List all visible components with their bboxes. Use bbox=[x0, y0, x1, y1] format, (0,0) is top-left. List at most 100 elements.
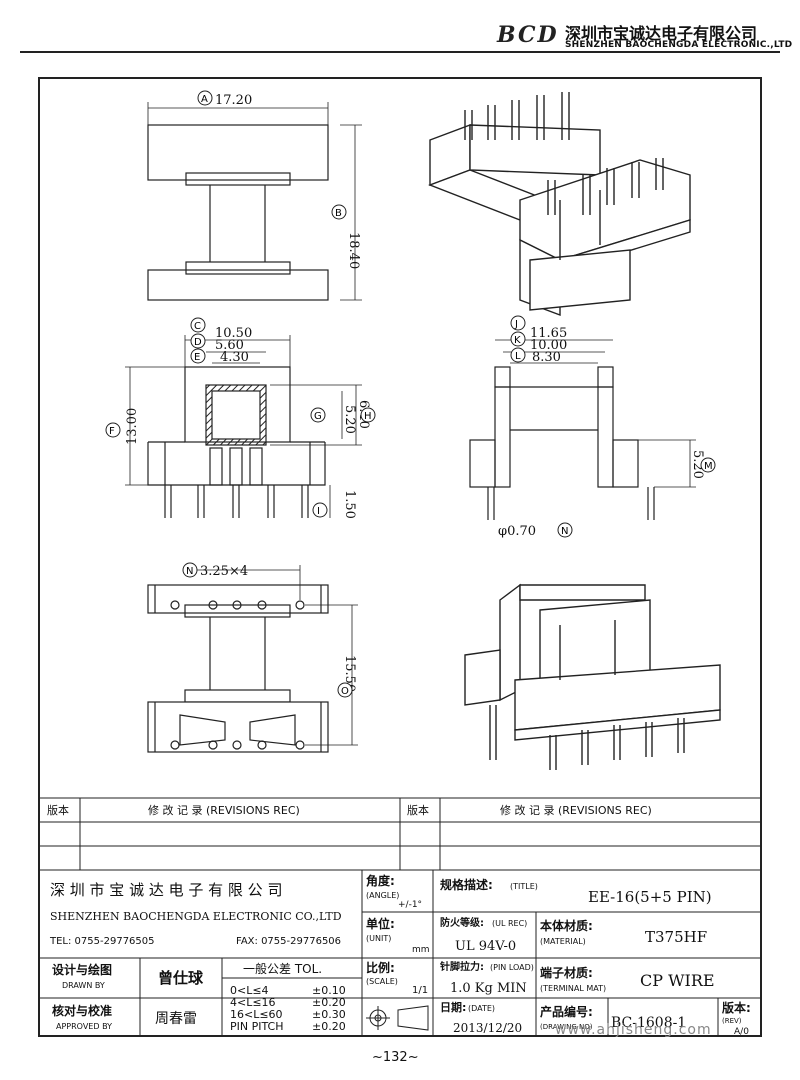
dim-e: 4.30 bbox=[220, 350, 249, 365]
tb-material-value: T375HF bbox=[645, 928, 707, 946]
svg-text:H: H bbox=[364, 411, 372, 422]
svg-text:A: A bbox=[201, 94, 208, 105]
tb-date-value: 2013/12/20 bbox=[453, 1021, 522, 1035]
tb-scale-label-en: (SCALE) bbox=[366, 977, 398, 986]
marker-f: F bbox=[105, 422, 121, 438]
marker-n1: N bbox=[557, 522, 573, 538]
marker-i: I bbox=[312, 502, 328, 518]
rev-col-right: 版本 bbox=[407, 803, 429, 817]
tb-ul-label-en: (UL REC) bbox=[492, 919, 527, 928]
tb-drawing-no-label-en: (DRAWING NO) bbox=[540, 1023, 593, 1031]
side-view bbox=[469, 339, 696, 520]
company-logo: BCD bbox=[497, 22, 559, 48]
dim-k: 10.00 bbox=[530, 338, 567, 353]
tb-pin-load-value: 1.0 Kg MIN bbox=[450, 981, 527, 996]
tb-tol-range-2: 16<L≤60 bbox=[230, 1008, 283, 1021]
tb-unit-label-en: (UNIT) bbox=[366, 934, 391, 943]
tb-tol-value-2: ±0.30 bbox=[312, 1008, 346, 1021]
drawing-frame bbox=[38, 77, 762, 1037]
tb-title-label: 规格描述: bbox=[440, 877, 493, 892]
dimension-labels: 17.20 18.40 10.50 5.60 4.30 13.00 5.20 6… bbox=[125, 93, 705, 692]
marker-g: G bbox=[310, 407, 326, 423]
svg-text:C: C bbox=[194, 321, 201, 332]
tb-approved-label: 核对与校准 bbox=[52, 1003, 112, 1018]
tb-material-label: 本体材质: bbox=[540, 918, 593, 933]
tb-ul-value: UL 94V-0 bbox=[455, 939, 516, 954]
svg-text:J: J bbox=[514, 319, 518, 330]
tb-rev-label-en: (REV) bbox=[722, 1017, 742, 1025]
tb-tol-value-1: ±0.20 bbox=[312, 996, 346, 1009]
isometric-view-1 bbox=[428, 92, 691, 317]
title-block-grid bbox=[38, 797, 762, 1037]
page-number: ~132~ bbox=[372, 1050, 419, 1065]
svg-text:I: I bbox=[317, 506, 320, 517]
svg-text:L: L bbox=[515, 351, 521, 362]
dim-l: 8.30 bbox=[532, 350, 561, 365]
tb-angle-label: 角度: bbox=[366, 873, 395, 888]
dim-f: 13.00 bbox=[125, 408, 140, 445]
marker-n2: N bbox=[182, 562, 198, 578]
company-name-en: SHENZHEN BAOCHENGDA ELECTRONIC.,LTD bbox=[565, 40, 793, 50]
tb-drawn-value: 曾仕球 bbox=[158, 969, 204, 987]
marker-b: B bbox=[331, 204, 347, 220]
dim-d: 5.60 bbox=[215, 338, 244, 353]
tb-tol-range-1: 4<L≤16 bbox=[230, 996, 276, 1009]
svg-text:F: F bbox=[109, 426, 115, 437]
dim-c: 10.50 bbox=[215, 326, 252, 341]
dim-b: 18.40 bbox=[346, 232, 361, 269]
tb-company-cn: 深 圳 市 宝 诚 达 电 子 有 限 公 司 bbox=[50, 881, 282, 899]
dimension-markers: A B C D E F G H I J K L M N N O bbox=[105, 90, 716, 698]
tb-tol-value-3: ±0.20 bbox=[312, 1020, 346, 1033]
marker-j: J bbox=[510, 315, 526, 331]
svg-text:E: E bbox=[194, 352, 200, 363]
tb-ul-label: 防火等级: bbox=[440, 916, 484, 929]
tb-date-label: 日期: bbox=[440, 1000, 466, 1014]
marker-o: O bbox=[337, 682, 353, 698]
tb-terminal-value: CP WIRE bbox=[640, 971, 715, 990]
tb-drawn-label-en: DRAWN BY bbox=[62, 981, 105, 990]
tb-tol-range-3: PIN PITCH bbox=[230, 1020, 284, 1033]
tb-tel: TEL: 0755-29776505 bbox=[49, 936, 155, 947]
tb-unit-value: mm bbox=[412, 945, 430, 955]
isometric-view-2 bbox=[464, 583, 721, 770]
dim-i: 1.50 bbox=[342, 490, 357, 519]
tb-fax: FAX: 0755-29776506 bbox=[236, 936, 341, 947]
tb-scale-label: 比例: bbox=[366, 960, 395, 975]
svg-text:M: M bbox=[704, 461, 713, 472]
svg-text:B: B bbox=[335, 208, 342, 219]
tb-material-label-en: (MATERIAL) bbox=[540, 937, 586, 946]
projection-symbol bbox=[366, 1005, 429, 1031]
dim-m: 5.20 bbox=[690, 450, 705, 479]
tb-terminal-label-en: (TERMINAL MAT) bbox=[540, 984, 606, 993]
svg-text:G: G bbox=[314, 411, 322, 422]
title-block: 深 圳 市 宝 诚 达 电 子 有 限 公 司 SHENZHEN BAOCHEN… bbox=[49, 873, 751, 1037]
tb-unit-label: 单位: bbox=[366, 916, 395, 931]
tb-pin-load-label: 针脚拉力: bbox=[440, 960, 484, 973]
tb-rev-label: 版本: bbox=[722, 1000, 751, 1015]
tb-drawing-no-value: BC-1608-1 bbox=[611, 1015, 686, 1031]
tb-drawn-label: 设计与绘图 bbox=[52, 962, 112, 977]
front-view bbox=[125, 335, 362, 518]
rev-col-left: 版本 bbox=[47, 803, 69, 817]
dim-n-pitch: 3.25×4 bbox=[200, 564, 248, 579]
tb-pin-load-label-en: (PIN LOAD) bbox=[490, 963, 534, 972]
marker-e: E bbox=[190, 348, 206, 364]
revision-table: 版本 修 改 记 录 (REVISIONS REC) 版本 修 改 记 录 (R… bbox=[47, 803, 652, 817]
tb-terminal-label: 端子材质: bbox=[540, 965, 593, 980]
tb-title-value: EE-16(5+5 PIN) bbox=[588, 888, 712, 906]
marker-k: K bbox=[510, 331, 526, 347]
dim-a: 17.20 bbox=[215, 93, 252, 108]
dim-j: 11.65 bbox=[530, 326, 567, 341]
bottom-view bbox=[147, 565, 358, 753]
tb-drawing-no-label: 产品编号: bbox=[540, 1004, 593, 1019]
marker-c: C bbox=[190, 317, 206, 333]
tb-date-label-en: (DATE) bbox=[468, 1004, 495, 1013]
tb-angle-label-en: (ANGLE) bbox=[366, 891, 399, 900]
dim-g: 5.20 bbox=[342, 405, 357, 434]
tb-tol-value-0: ±0.10 bbox=[312, 984, 346, 997]
tb-angle-value: +/-1° bbox=[398, 900, 422, 910]
marker-l: L bbox=[510, 347, 526, 363]
dim-n-dia: φ0.70 bbox=[498, 524, 536, 539]
tb-tol-range-0: 0<L≤4 bbox=[230, 984, 269, 997]
